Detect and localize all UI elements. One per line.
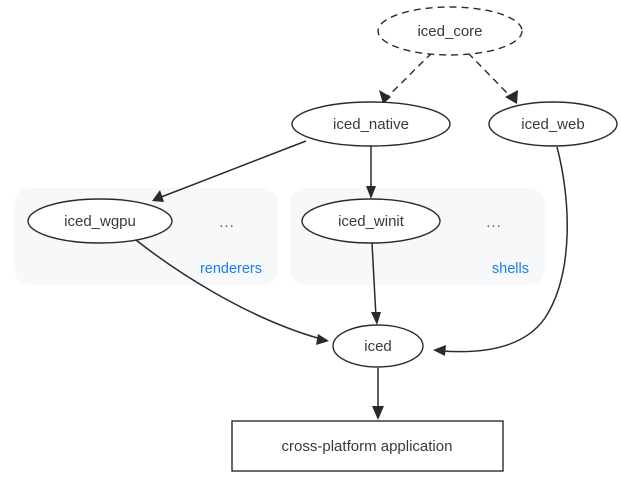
edge-iced-core-to-iced-web <box>467 52 518 104</box>
edge-iced-web-to-iced <box>433 146 568 356</box>
node-application-box[interactable] <box>231 420 504 472</box>
node-iced-native-ellipse[interactable] <box>291 101 451 147</box>
node-iced-wgpu-label: iced_wgpu <box>64 213 136 230</box>
edge-path <box>135 239 322 340</box>
node-iced-native[interactable]: iced_native <box>291 101 451 147</box>
edge-path <box>155 140 307 200</box>
node-iced-winit[interactable]: iced_winit <box>301 198 441 244</box>
node-iced-native-label: iced_native <box>333 116 409 133</box>
node-iced-wgpu-ellipse[interactable] <box>27 198 173 244</box>
arrow-head-icon <box>366 186 376 199</box>
node-iced-winit-ellipse[interactable] <box>301 198 441 244</box>
arrow-head-icon <box>505 90 518 104</box>
cluster-shells-label: shells <box>492 261 529 277</box>
edge-iced-winit-to-iced <box>371 242 381 325</box>
arrow-head-icon <box>433 345 446 356</box>
arrow-head-icon <box>316 334 329 345</box>
cluster-renderers-label: renderers <box>200 261 262 277</box>
node-iced-web-label: iced_web <box>521 116 584 133</box>
node-iced-core-ellipse[interactable] <box>377 6 523 56</box>
edge-iced-native-to-iced-winit <box>366 146 376 199</box>
arrow-head-icon <box>371 312 381 325</box>
node-iced-web[interactable]: iced_web <box>488 101 618 147</box>
arrow-head-icon <box>372 406 384 420</box>
node-cross-platform-application[interactable]: cross-platform application <box>231 420 504 472</box>
cluster-shells-ellipsis: ... <box>486 214 502 231</box>
edge-iced-wgpu-to-iced <box>135 239 329 345</box>
cluster-renderers-ellipsis: ... <box>219 214 235 231</box>
edge-iced-native-to-iced-wgpu <box>152 140 307 202</box>
node-application-label: cross-platform application <box>282 438 453 455</box>
node-iced-wgpu[interactable]: iced_wgpu <box>27 198 173 244</box>
node-iced-core-label: iced_core <box>417 23 482 40</box>
node-iced-winit-label: iced_winit <box>338 213 405 230</box>
edge-path <box>441 146 568 353</box>
node-iced-label: iced <box>364 338 392 355</box>
node-iced-web-ellipse[interactable] <box>488 101 618 147</box>
node-iced-core[interactable]: iced_core <box>377 6 523 56</box>
arrow-head-icon <box>152 190 164 202</box>
node-iced[interactable]: iced <box>332 324 424 368</box>
edge-path <box>371 242 377 318</box>
edge-path <box>383 52 433 101</box>
node-iced-ellipse[interactable] <box>332 324 424 368</box>
edge-iced-to-application <box>372 368 384 420</box>
edge-iced-core-to-iced-native <box>379 52 433 104</box>
arrow-head-icon <box>379 90 391 104</box>
edge-path <box>467 52 515 101</box>
